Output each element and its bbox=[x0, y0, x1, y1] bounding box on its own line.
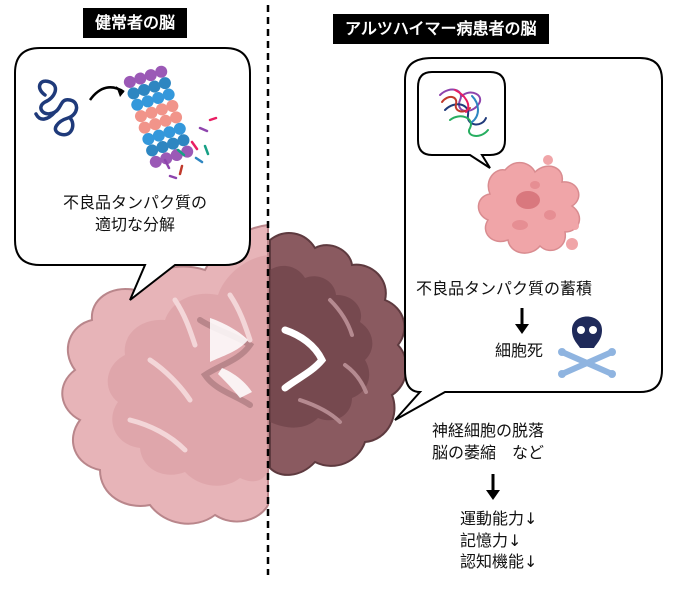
cell-death-label: 細胞死 bbox=[495, 341, 544, 360]
tangled-protein-icon bbox=[439, 88, 489, 137]
healthy-brain-header: 健常者の脳 bbox=[83, 8, 188, 38]
alzheimer-brain-illustration bbox=[269, 232, 408, 476]
healthy-speech-bubble bbox=[14, 47, 251, 301]
skull-crossbones-icon bbox=[558, 316, 616, 378]
tangle-bubble bbox=[417, 71, 506, 169]
consequence-neuron-loss: 神経細胞の脱落 bbox=[432, 421, 545, 440]
peptide-fragments-icon bbox=[163, 116, 218, 180]
healthy-brain-illustration bbox=[61, 223, 269, 525]
symptom-memory: 記憶力↓ bbox=[460, 530, 522, 550]
healthy-bubble-text: 不良品タンパク質の 適切な分解 bbox=[35, 192, 235, 235]
consequences-text: 神経細胞の脱落 脳の萎縮 など bbox=[432, 420, 544, 463]
consequence-atrophy: 脳の萎縮 など bbox=[432, 442, 545, 462]
accumulation-label: 不良品タンパク質の蓄積 bbox=[416, 279, 593, 298]
symptom-cognition: 認知機能↓ bbox=[460, 552, 538, 572]
symptoms-list: 運動能力↓ 記憶力↓ 認知機能↓ bbox=[460, 508, 537, 573]
protein-aggregate-icon bbox=[477, 155, 581, 254]
proteasome-icon bbox=[123, 65, 194, 168]
unfolded-protein-icon bbox=[34, 79, 79, 137]
alzheimer-brain-header: アルツハイマー病患者の脳 bbox=[333, 14, 549, 44]
healthy-bubble-line2: 適切な分解 bbox=[94, 214, 175, 234]
symptom-motor: 運動能力↓ bbox=[460, 509, 538, 528]
healthy-bubble-line1: 不良品タンパク質の bbox=[62, 193, 207, 212]
